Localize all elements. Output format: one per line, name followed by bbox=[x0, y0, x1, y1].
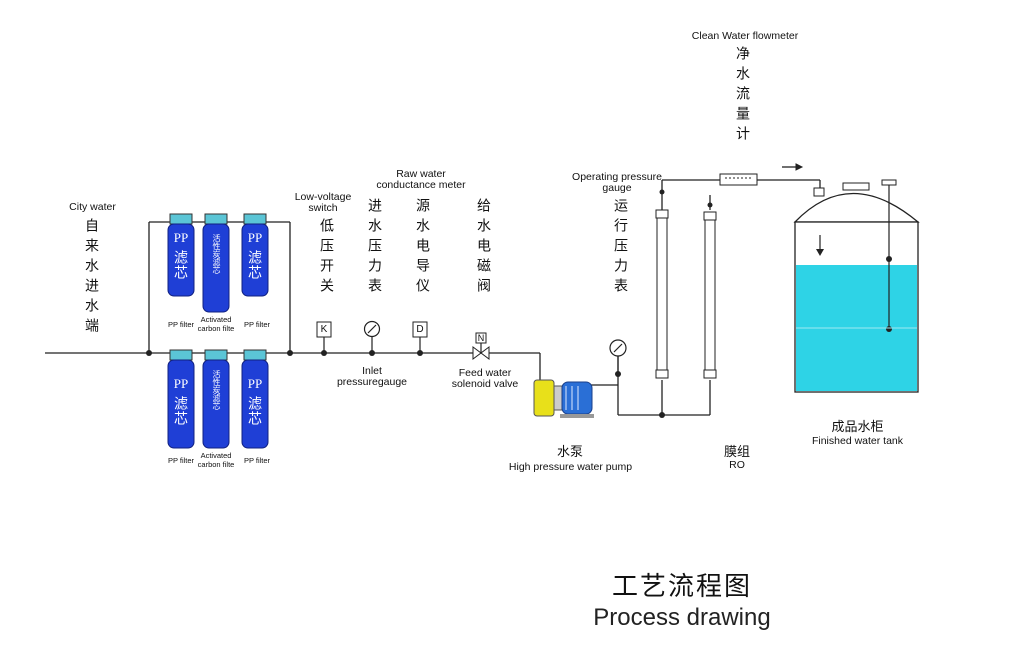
filter-lower-3 bbox=[241, 349, 269, 449]
operating-pressure-gauge-cn: 运行压力表 bbox=[612, 198, 628, 298]
filter-lower-2-cn: 活性炭滤芯 bbox=[212, 370, 221, 410]
ro-membrane-2 bbox=[703, 211, 717, 379]
filter-upper-2-cn: 活性炭滤芯 bbox=[212, 234, 221, 274]
filter-caption-lower-1: PP filter bbox=[167, 456, 195, 465]
filter-lower-3-cn: 滤芯 bbox=[246, 396, 262, 426]
city-water-label: City water bbox=[69, 201, 116, 213]
conductance-meter-icon bbox=[412, 321, 428, 353]
feed-solenoid-valve-label: Feed water solenoid valve bbox=[451, 367, 519, 390]
pump-cn: 水泵 bbox=[556, 445, 583, 460]
filter-caption-upper-2: Activated carbon filte bbox=[197, 315, 235, 333]
inlet-pressure-gauge-cn: 进水压力表 bbox=[366, 198, 382, 298]
filter-lower-3-pp: PP bbox=[247, 376, 263, 391]
filter-upper-1 bbox=[167, 213, 195, 297]
filter-caption-upper-3: PP filter bbox=[243, 320, 271, 329]
pump-label: High pressure water pump bbox=[508, 461, 633, 473]
title-cn: 工艺流程图 bbox=[611, 572, 752, 602]
clean-water-flowmeter-label: Clean Water flowmeter bbox=[691, 30, 799, 42]
tank-cn: 成品水柜 bbox=[831, 420, 884, 435]
low-voltage-switch-icon bbox=[316, 321, 332, 353]
filter-lower-1-pp: PP bbox=[173, 376, 189, 391]
ro-cn: 膜组 bbox=[723, 445, 750, 460]
filter-upper-1-pp: PP bbox=[173, 230, 189, 245]
filter-lower-2 bbox=[202, 349, 230, 449]
inlet-pressure-gauge-icon bbox=[363, 320, 381, 353]
filter-upper-3-cn: 滤芯 bbox=[246, 250, 262, 280]
filter-lower-1-cn: 滤芯 bbox=[172, 396, 188, 426]
ro-label: RO bbox=[729, 459, 745, 471]
title-en: Process drawing bbox=[593, 604, 771, 631]
low-voltage-switch-label: Low-voltage switch bbox=[294, 191, 352, 214]
solenoid-valve-cn: 给水电磁阀 bbox=[475, 198, 491, 298]
solenoid-valve-symbol: N bbox=[477, 333, 485, 343]
filter-caption-upper-1: PP filter bbox=[167, 320, 195, 329]
filter-caption-lower-2: Activated carbon filte bbox=[197, 451, 235, 469]
filter-upper-1-cn: 滤芯 bbox=[172, 250, 188, 280]
clean-water-flowmeter-icon bbox=[719, 173, 758, 186]
solenoid-valve-icon bbox=[472, 332, 490, 360]
operating-pressure-gauge-label: Operating pressure gauge bbox=[572, 171, 662, 194]
inlet-pressure-gauge-label: Inlet pressuregauge bbox=[336, 365, 408, 388]
clean-water-flowmeter-cn: 净水流量计 bbox=[734, 46, 750, 146]
filter-upper-2 bbox=[202, 213, 230, 313]
finished-water-tank-icon bbox=[793, 179, 920, 393]
filter-caption-lower-3: PP filter bbox=[243, 456, 271, 465]
high-pressure-pump-icon bbox=[533, 379, 594, 418]
flow-arrow bbox=[782, 163, 804, 171]
filter-upper-3-pp: PP bbox=[247, 230, 263, 245]
ro-membrane-1 bbox=[655, 209, 669, 379]
low-voltage-switch-cn: 低压开关 bbox=[318, 218, 334, 298]
filter-lower-1 bbox=[167, 349, 195, 449]
conductance-meter-cn: 源水电导仪 bbox=[414, 198, 430, 298]
filter-upper-3 bbox=[241, 213, 269, 297]
operating-pressure-gauge-icon bbox=[609, 339, 627, 374]
city-water-cn: 自来水进水端 bbox=[83, 218, 99, 338]
low-voltage-switch-symbol: K bbox=[320, 324, 328, 335]
raw-water-conductance-label: Raw water conductance meter bbox=[376, 168, 466, 191]
conductance-meter-symbol: D bbox=[416, 324, 424, 335]
tank-label: Finished water tank bbox=[811, 435, 904, 447]
